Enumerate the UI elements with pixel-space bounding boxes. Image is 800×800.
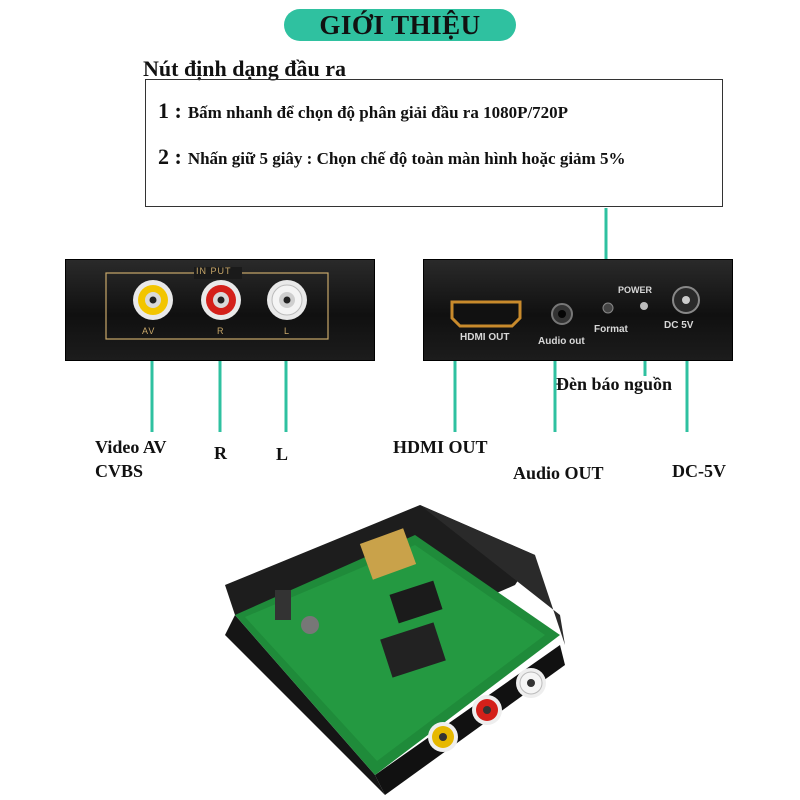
l-label: L xyxy=(276,444,289,464)
cvbs-label: CVBS xyxy=(95,461,144,481)
port-label-r: R xyxy=(217,326,225,336)
format-note-1: 1 : Bấm nhanh để chọn độ phân giải đầu ra… xyxy=(158,98,568,124)
port-label-av: AV xyxy=(142,326,156,336)
dc-5v-label: DC-5V xyxy=(672,461,726,481)
format-notes-box xyxy=(145,79,723,207)
input-panel-graphics xyxy=(105,267,329,340)
note-2-number: 2 : xyxy=(158,144,182,169)
dc-5v-silk: DC 5V xyxy=(664,320,694,331)
r-label: R xyxy=(214,443,227,463)
note-1-number: 1 : xyxy=(158,98,182,123)
input-panel-label: IN PUT xyxy=(196,266,232,276)
output-device-panel: HDMI OUT Audio out Format POWER DC 5V xyxy=(423,259,733,361)
page-title: GIỚI THIỆU xyxy=(284,9,516,41)
power-silk: POWER xyxy=(618,285,653,295)
output-panel-graphics xyxy=(450,286,700,328)
format-note-2: 2 : Nhấn giữ 5 giây : Chọn chế độ toàn mà… xyxy=(158,144,625,170)
hdmi-out-label: HDMI OUT xyxy=(393,437,488,457)
port-label-l: L xyxy=(284,326,291,336)
audio-out-label: Audio OUT xyxy=(513,463,604,483)
video-av-label: Video AV xyxy=(95,437,167,457)
note-1-text: Bấm nhanh để chọn độ phân giải đầu ra 10… xyxy=(187,103,569,122)
power-led-label: Đèn báo nguồn xyxy=(556,374,673,394)
format-button-heading: Nút định dạng đầu ra xyxy=(143,56,346,81)
hdmi-out-silk: HDMI OUT xyxy=(460,332,510,343)
format-silk: Format xyxy=(594,324,628,335)
note-2-text: Nhấn giữ 5 giây : Chọn chế độ toàn màn h… xyxy=(187,149,626,168)
audio-out-silk: Audio out xyxy=(538,336,585,347)
internal-board-image xyxy=(225,505,565,795)
input-device-panel: IN PUT AV R L xyxy=(65,259,375,361)
